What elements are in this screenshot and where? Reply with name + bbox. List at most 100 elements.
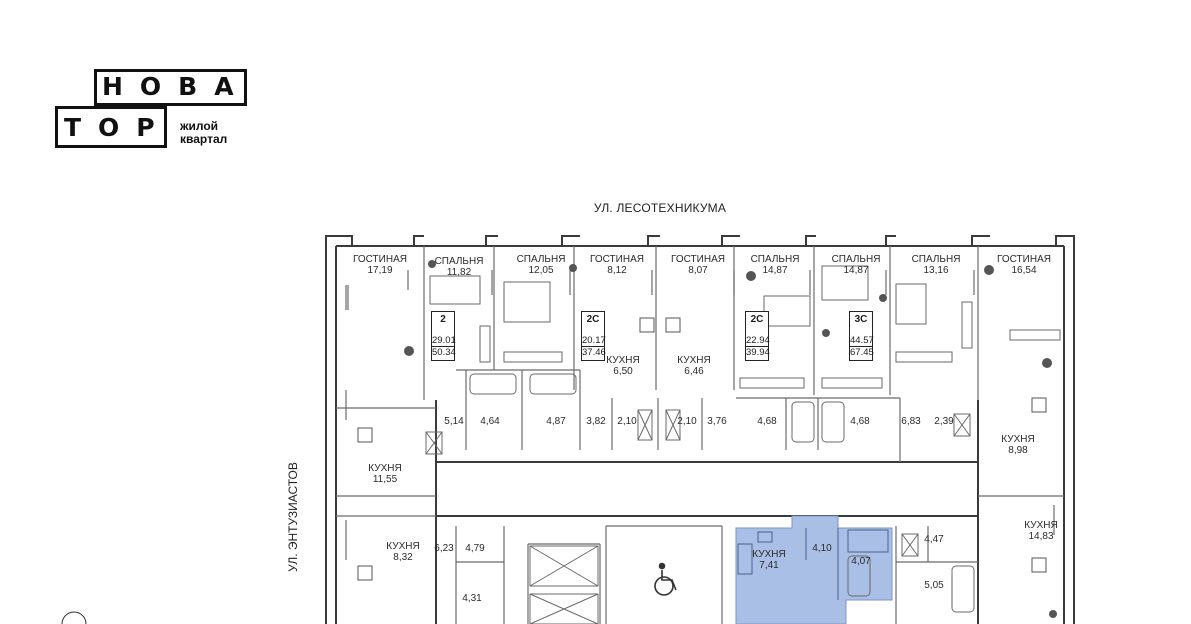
room-area: 17,19 bbox=[367, 265, 393, 276]
room-area: 6,46 bbox=[684, 366, 704, 377]
area-label: 4,79 bbox=[465, 543, 485, 554]
highlighted-apartment[interactable] bbox=[735, 515, 893, 624]
logo-word-bottom: ТОР bbox=[64, 113, 172, 142]
logo: НОВА ТОР жилой квартал bbox=[55, 69, 255, 151]
room-name: ГОСТИНАЯ bbox=[997, 254, 1051, 265]
room-name: КУХНЯ bbox=[606, 355, 640, 366]
area-label: 4,87 bbox=[546, 416, 566, 427]
area-label: 6,83 bbox=[901, 416, 921, 427]
apartment-living-area: 44.57 bbox=[850, 335, 874, 346]
logo-subtitle-line2: квартал bbox=[180, 132, 228, 146]
plan-partitions bbox=[336, 246, 1064, 624]
room-area: 8,98 bbox=[1008, 445, 1028, 456]
apartment-tag[interactable]: 2С 20.17 37.46 bbox=[581, 311, 606, 361]
area-label: 3,76 bbox=[707, 416, 727, 427]
room-area: 6,50 bbox=[613, 366, 633, 377]
room-label: КУХНЯ 6,50 bbox=[606, 355, 639, 377]
area-label: 4,68 bbox=[757, 416, 777, 427]
room-label: СПАЛЬНЯ 12,05 bbox=[517, 254, 566, 276]
room-area: 7,41 bbox=[759, 560, 779, 571]
logo-frame-bottom bbox=[55, 106, 167, 148]
elevator-shafts bbox=[425, 409, 971, 624]
room-area: 11,55 bbox=[372, 474, 398, 485]
area-label: 4,10 bbox=[812, 543, 832, 554]
logo-subtitle-line1: жилой bbox=[180, 119, 219, 133]
room-name: ГОСТИНАЯ bbox=[671, 254, 725, 265]
area-label: 5,14 bbox=[444, 416, 464, 427]
room-name: СПАЛЬНЯ bbox=[434, 256, 484, 267]
area-label: 2,10 bbox=[617, 416, 637, 427]
area-label: 6,23 bbox=[434, 543, 454, 554]
area-label: 2,10 bbox=[677, 416, 697, 427]
apartment-total-area: 50.34 bbox=[432, 346, 456, 358]
apartment-living-area: 22.94 bbox=[746, 335, 770, 346]
plan-walls bbox=[325, 235, 1075, 624]
apartment-type: 2 bbox=[440, 314, 446, 325]
room-area: 11,82 bbox=[446, 267, 472, 278]
room-name: КУХНЯ bbox=[677, 355, 711, 366]
apartment-tag[interactable]: 2 29.01 50.34 bbox=[431, 311, 456, 361]
logo-word-top: НОВА bbox=[102, 72, 251, 101]
room-name: СПАЛЬНЯ bbox=[911, 254, 961, 265]
wardrobes bbox=[479, 301, 1061, 389]
room-label: ГОСТИНАЯ 16,54 bbox=[997, 254, 1051, 276]
apartment-tag[interactable]: 2С 22.94 39.94 bbox=[745, 311, 770, 361]
area-label: 4,68 bbox=[850, 416, 870, 427]
room-area: 8,32 bbox=[393, 552, 413, 563]
logo-subtitle: жилой квартал bbox=[180, 120, 227, 146]
north-arrow bbox=[61, 611, 87, 624]
apartment-tag[interactable]: 3С 44.57 67.45 bbox=[849, 311, 874, 361]
area-label: 4,47 bbox=[924, 534, 944, 545]
room-name: КУХНЯ bbox=[752, 549, 786, 560]
area-label: 5,05 bbox=[924, 580, 944, 591]
room-area: 8,12 bbox=[607, 265, 627, 276]
room-label: СПАЛЬНЯ 14,87 bbox=[832, 254, 881, 276]
apartment-living-area: 29.01 bbox=[432, 335, 456, 346]
room-name: ГОСТИНАЯ bbox=[353, 254, 407, 265]
room-label: СПАЛЬНЯ 13,16 bbox=[912, 254, 961, 276]
highlighted-apartment-details bbox=[737, 528, 889, 600]
room-label: КУХНЯ 6,46 bbox=[677, 355, 710, 377]
dining-tables bbox=[357, 317, 1047, 581]
room-name: СПАЛЬНЯ bbox=[750, 254, 800, 265]
room-area: 12,05 bbox=[528, 265, 554, 276]
area-label: 4,64 bbox=[480, 416, 500, 427]
room-label: КУХНЯ 8,98 bbox=[1001, 434, 1034, 456]
apartment-type: 3С bbox=[854, 314, 868, 325]
room-label: КУХНЯ 8,32 bbox=[386, 541, 419, 563]
room-label: ГОСТИНАЯ 8,07 bbox=[671, 254, 725, 276]
apartment-type: 2С bbox=[750, 314, 764, 325]
bathtubs bbox=[469, 373, 975, 613]
room-name: КУХНЯ bbox=[1001, 434, 1035, 445]
street-label-top: УЛ. ЛЕСОТЕХНИКУМА bbox=[593, 201, 727, 215]
area-label: 4,07 bbox=[851, 556, 871, 567]
apartment-total-area: 39.94 bbox=[746, 346, 770, 358]
room-label: КУХНЯ 7,41 bbox=[752, 549, 785, 571]
room-area: 8,07 bbox=[688, 265, 708, 276]
room-label: КУХНЯ 11,55 bbox=[368, 463, 401, 485]
apartment-total-area: 37.46 bbox=[582, 346, 606, 358]
room-area: 14,83 bbox=[1028, 531, 1054, 542]
room-area: 14,87 bbox=[843, 265, 869, 276]
area-label: 4,31 bbox=[462, 593, 482, 604]
room-name: СПАЛЬНЯ bbox=[831, 254, 881, 265]
room-name: СПАЛЬНЯ bbox=[516, 254, 566, 265]
room-label: СПАЛЬНЯ 14,87 bbox=[751, 254, 800, 276]
logo-frame-top bbox=[94, 69, 247, 106]
apartment-type: 2С bbox=[586, 314, 600, 325]
beds bbox=[429, 265, 927, 327]
area-label: 2,39 bbox=[934, 416, 954, 427]
room-label: КУХНЯ 14,83 bbox=[1024, 520, 1057, 542]
area-label: 3,82 bbox=[586, 416, 606, 427]
plants bbox=[404, 260, 1057, 618]
room-label: ГОСТИНАЯ 17,19 bbox=[353, 254, 407, 276]
apartment-living-area: 20.17 bbox=[582, 335, 606, 346]
room-name: ГОСТИНАЯ bbox=[590, 254, 644, 265]
room-name: КУХНЯ bbox=[1024, 520, 1058, 531]
accessibility-icon bbox=[654, 562, 677, 596]
room-name: КУХНЯ bbox=[368, 463, 402, 474]
room-area: 13,16 bbox=[923, 265, 949, 276]
room-label: ГОСТИНАЯ 8,12 bbox=[590, 254, 644, 276]
